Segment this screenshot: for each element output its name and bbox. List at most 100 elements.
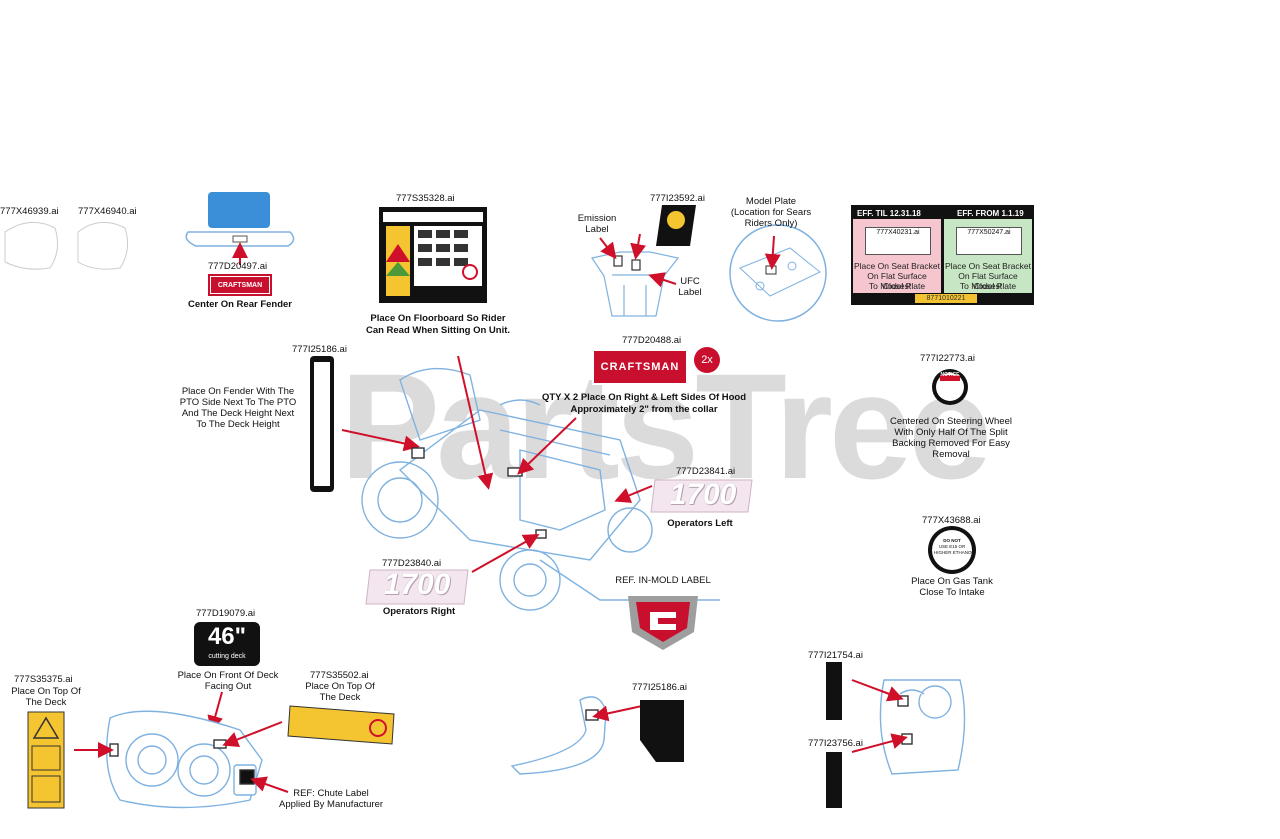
craftsman-badge-small: CRAFTSMAN bbox=[208, 274, 272, 296]
part-number: 777S35375.ai bbox=[14, 674, 73, 685]
eff-right-panel: 777X50247.ai Place On Seat Bracket On Fl… bbox=[944, 219, 1032, 293]
note-floorboard-1: Place On Floorboard So Rider bbox=[370, 313, 506, 324]
note-ufc-2: Label bbox=[678, 287, 702, 298]
eff-left-label: 777X40231.ai bbox=[865, 227, 931, 255]
part-number: 777I21754.ai bbox=[808, 650, 863, 661]
pedal-illustration bbox=[510, 696, 607, 775]
part-number: 777D19079.ai bbox=[196, 608, 256, 619]
note-chute-1: REF: Chute Label bbox=[293, 788, 369, 799]
emission-hood-illustration bbox=[591, 251, 680, 317]
eff-right-part: 777X50247.ai bbox=[967, 229, 1011, 236]
part-number: 777I25186.ai bbox=[632, 682, 687, 693]
console-label-b bbox=[826, 752, 842, 808]
fender-console-illustration bbox=[879, 679, 966, 775]
model-plate-illustration bbox=[729, 224, 827, 322]
note-model-2: (Location for Sears bbox=[730, 207, 812, 218]
note-operators-right: Operators Right bbox=[382, 606, 456, 617]
part-number: 777I23592.ai bbox=[650, 193, 705, 204]
steering-decal-art bbox=[932, 369, 968, 405]
model-number-right: 1700 bbox=[383, 568, 451, 601]
note-deck-front-2: Facing Out bbox=[204, 681, 252, 692]
note-emission-1: Emission bbox=[577, 213, 617, 224]
note-steering-3: Backing Removed For Easy bbox=[892, 438, 1010, 449]
part-number: 777X46939.ai bbox=[0, 206, 59, 217]
part-number: 777D20488.ai bbox=[622, 335, 682, 346]
gas-warning-1: DO NOT bbox=[943, 538, 961, 543]
note-deck-top-left-2: The Deck bbox=[25, 697, 67, 708]
note-floorboard-2: Can Read When Sitting On Unit. bbox=[365, 325, 511, 336]
steering-notice: NOTICE bbox=[940, 372, 960, 378]
deck-warning-label-right bbox=[287, 705, 395, 745]
note-fender-1: Place On Fender With The bbox=[181, 386, 295, 397]
note-steering-4: Removal bbox=[932, 449, 970, 460]
mower-deck-illustration bbox=[106, 710, 263, 809]
gas-warning-2: USE E15 OR bbox=[938, 544, 966, 549]
part-number: 777D23841.ai bbox=[676, 466, 736, 477]
note-hood-1: QTY X 2 Place On Right & Left Sides Of H… bbox=[541, 392, 747, 403]
eff-from: EFF. FROM 1.1.19 bbox=[957, 209, 1024, 218]
note-steering-2: With Only Half Of The Split bbox=[894, 427, 1008, 438]
effective-date-panel: EFF. TIL 12.31.18 EFF. FROM 1.1.19 777X4… bbox=[851, 205, 1034, 305]
deck-size: 46" bbox=[207, 623, 247, 650]
rear-fender-illustration bbox=[185, 192, 295, 265]
part-number: 777X43688.ai bbox=[922, 515, 981, 526]
part-number: 777S35502.ai bbox=[310, 670, 369, 681]
note-fender-3: And The Deck Height Next bbox=[181, 408, 295, 419]
eff-right-note-1: Place On Seat Bracket bbox=[945, 261, 1031, 271]
eff-right-note-2: On Flat Surface Closest bbox=[958, 271, 1018, 291]
note-fender-2: PTO Side Next To The PTO bbox=[179, 397, 297, 408]
note-model-1: Model Plate bbox=[745, 196, 797, 207]
eff-right-note-3: To Model Plate bbox=[959, 281, 1017, 291]
model-decal-right bbox=[365, 569, 469, 605]
eff-footer-part: 8771010221 bbox=[915, 294, 977, 303]
note-deck-top-right-2: The Deck bbox=[319, 692, 361, 703]
note-chute-2: Applied By Manufacturer bbox=[278, 799, 384, 810]
floorboard-label-art bbox=[379, 207, 487, 303]
note-rear-fender: Center On Rear Fender bbox=[188, 299, 292, 310]
note-deck-top-left-1: Place On Top Of bbox=[11, 686, 81, 697]
part-number: 777D23840.ai bbox=[382, 558, 442, 569]
model-number-left: 1700 bbox=[669, 478, 737, 511]
eff-left-note-1: Place On Seat Bracket bbox=[854, 261, 940, 271]
note-gas-2: Close To Intake bbox=[919, 587, 985, 598]
deck-size-badge-bg bbox=[194, 622, 260, 666]
model-decal-left bbox=[650, 479, 753, 513]
gas-warning-3: HIGHER ETHANOL bbox=[934, 550, 975, 555]
eff-left-note-2: On Flat Surface Closest bbox=[867, 271, 927, 291]
part-number: 777D20497.ai bbox=[208, 261, 268, 272]
note-emission-2: Label bbox=[585, 224, 609, 235]
craftsman-badge-large: CRAFTSMAN bbox=[592, 349, 688, 385]
tractor-illustration bbox=[361, 367, 720, 611]
note-fender-4: To The Deck Height bbox=[196, 419, 280, 430]
note-gas-1: Place On Gas Tank bbox=[911, 576, 993, 587]
emission-label-art bbox=[656, 205, 696, 246]
deck-size-sub: cutting deck bbox=[208, 653, 246, 660]
deck-warning-label-left bbox=[27, 711, 65, 809]
part-number: 777S35328.ai bbox=[396, 193, 455, 204]
note-inmold: REF. IN-MOLD LABEL bbox=[615, 575, 711, 586]
eff-left-panel: 777X40231.ai Place On Seat Bracket On Fl… bbox=[853, 219, 941, 293]
decal-outline-left bbox=[4, 221, 129, 270]
note-hood-2: Approximately 2" from the collar bbox=[570, 404, 718, 415]
eff-til: EFF. TIL 12.31.18 bbox=[857, 209, 921, 218]
deck-height-label-art bbox=[310, 356, 334, 492]
eff-left-part: 777X40231.ai bbox=[876, 229, 920, 236]
part-number: 777I22773.ai bbox=[920, 353, 975, 364]
gas-tank-decal-art bbox=[928, 526, 976, 574]
note-deck-top-right-1: Place On Top Of bbox=[305, 681, 375, 692]
note-deck-front-1: Place On Front Of Deck bbox=[177, 670, 279, 681]
eff-left-note-3: To Model Plate bbox=[868, 281, 926, 291]
part-number: 777I23756.ai bbox=[808, 738, 863, 749]
part-number: 777X46940.ai bbox=[78, 206, 137, 217]
note-operators-left: Operators Left bbox=[667, 518, 733, 529]
note-steering-1: Centered On Steering Wheel bbox=[890, 416, 1012, 427]
fnr-label-art bbox=[640, 700, 684, 762]
inmold-emblem bbox=[628, 596, 698, 650]
part-number: 777I25186.ai bbox=[292, 344, 347, 355]
eff-right-label: 777X50247.ai bbox=[956, 227, 1022, 255]
console-label-a bbox=[826, 662, 842, 720]
note-ufc-1: UFC bbox=[680, 276, 700, 287]
quantity-badge: 2x bbox=[694, 347, 720, 373]
note-model-3: Riders Only) bbox=[744, 218, 798, 229]
